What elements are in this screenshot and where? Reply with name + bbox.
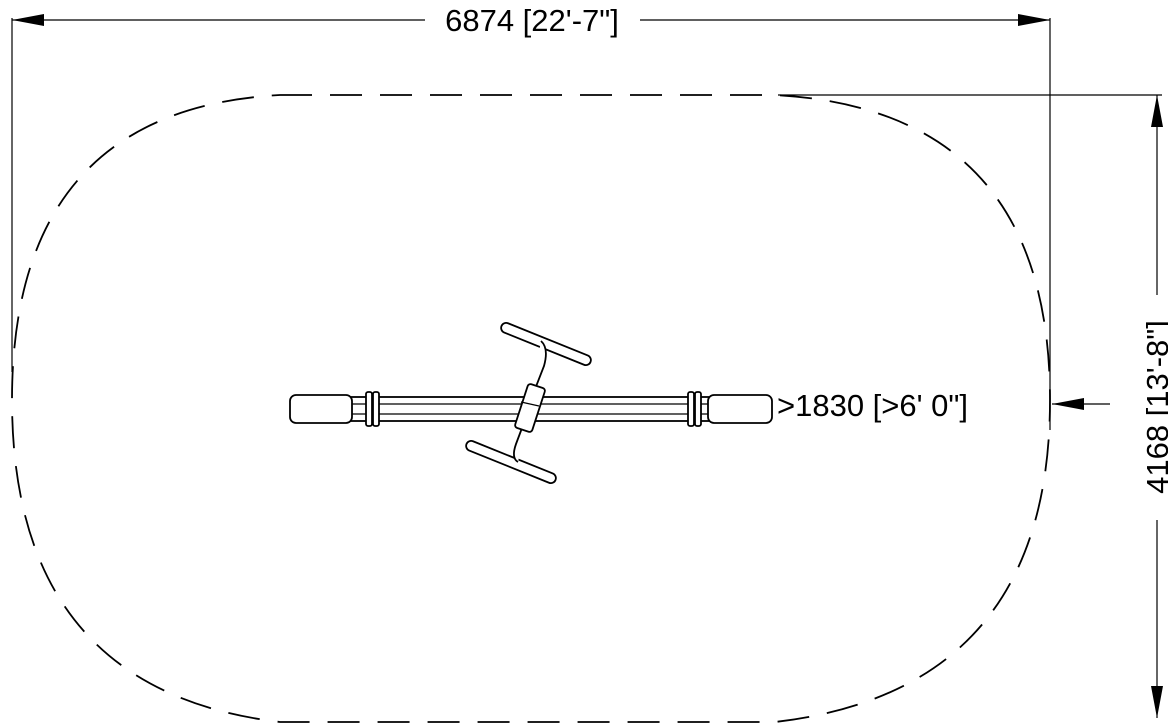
width-dimension: 6874 [22'-7"] (11, 3, 1051, 430)
beam-ring-left-2 (372, 391, 380, 427)
clearance-dimension: >1830 [>6' 0"] (720, 388, 1110, 423)
handlebar-lower (465, 411, 557, 485)
height-label: 4168 [13'-8"] (1140, 320, 1168, 494)
pivot-grip-line (520, 401, 540, 407)
clearance-arrowhead-outer (1052, 398, 1084, 410)
beam-ring-right-1 (687, 391, 695, 427)
seesaw-equipment (289, 321, 773, 485)
beam-ring-left-1 (365, 391, 373, 427)
handlebar-lower-bar (465, 439, 557, 485)
seat-left (289, 394, 353, 424)
height-arrowhead-bottom (1151, 686, 1163, 718)
seat-right (707, 394, 773, 424)
clearance-label: >1830 [>6' 0"] (777, 388, 968, 423)
width-label: 6874 [22'-7"] (445, 3, 619, 38)
pivot-grip (514, 383, 546, 433)
height-dimension: 4168 [13'-8"] (778, 94, 1168, 718)
height-arrowhead-top (1151, 95, 1163, 127)
beam-ring-right-2 (694, 391, 702, 427)
width-arrowhead-left (12, 14, 44, 26)
handlebar-upper (500, 321, 592, 403)
safety-zone-outline (11, 94, 1051, 723)
width-arrowhead-right (1018, 14, 1050, 26)
